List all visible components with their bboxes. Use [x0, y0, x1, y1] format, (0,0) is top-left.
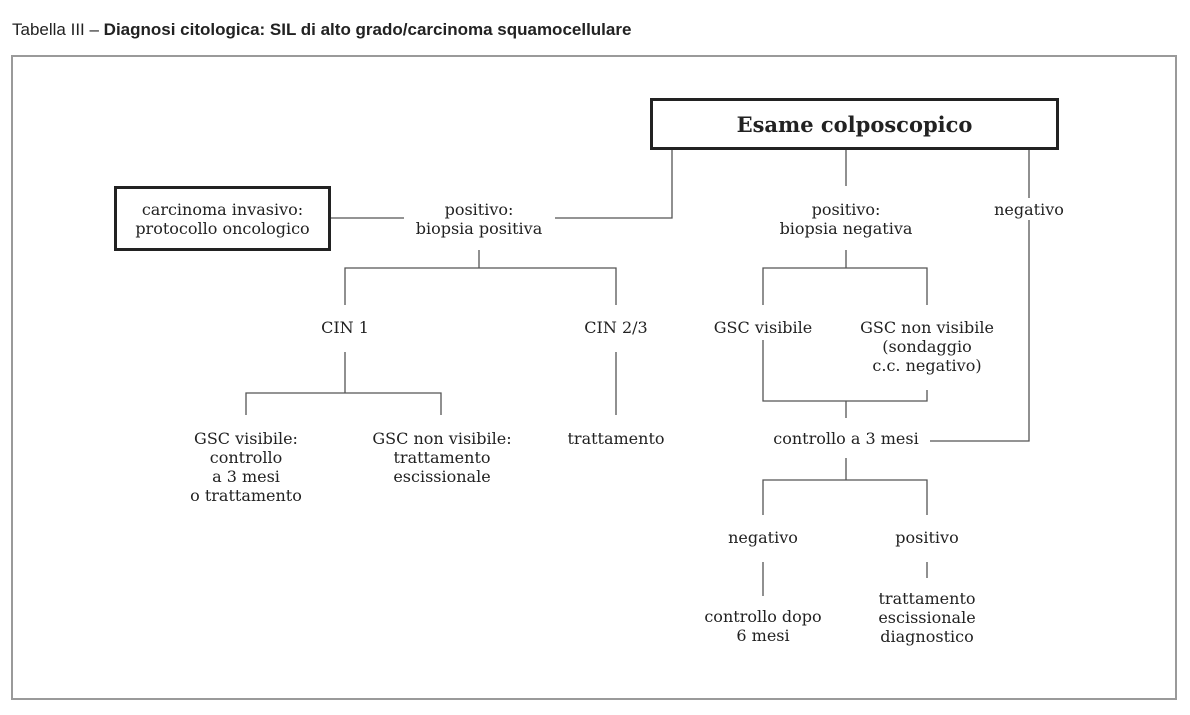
- node-gsc-visible-left: GSC visibile: controllo a 3 mesi o tratt…: [181, 429, 311, 505]
- connector-split-gsc-right: [762, 267, 928, 305]
- node-diagnostic-excision: trattamento escissionale diagnostico: [867, 589, 987, 646]
- node-gsc-vis-left-line-2: controllo: [209, 448, 283, 467]
- connector-split-cin: [344, 267, 617, 305]
- node-gsc-nv-left-line-1: GSC non visibile:: [372, 429, 512, 448]
- node-treatment-label: trattamento: [567, 429, 665, 448]
- node-gsc-nv-right-line-3: c.c. negativo): [872, 356, 982, 375]
- node-invasive-carcinoma: carcinoma invasivo: protocollo oncologic…: [114, 186, 331, 251]
- caption-prefix: Tabella III –: [12, 20, 104, 39]
- node-gsc-nv-right-line-2: (sondaggio: [882, 337, 972, 356]
- node-gsc-nv-right-line-1: GSC non visibile: [860, 318, 994, 337]
- connector-negative-to-followup: [930, 220, 1030, 442]
- node-cin1: CIN 1: [305, 318, 385, 337]
- node-invasive-line-2: protocollo oncologico: [135, 218, 310, 238]
- node-gsc-visible-right-label: GSC visibile: [713, 318, 813, 337]
- connector-split-gsc-left: [245, 392, 442, 415]
- node-cin23: CIN 2/3: [576, 318, 656, 337]
- root-node-label: Esame colposcopico: [736, 111, 973, 137]
- node-negative-top-label: negativo: [994, 200, 1064, 219]
- node-cin1-label: CIN 1: [321, 318, 369, 337]
- node-invasive-line-1: carcinoma invasivo:: [141, 199, 304, 219]
- connector-merge-gsc-right: [762, 340, 928, 402]
- node-gsc-vis-left-line-4: o trattamento: [190, 486, 302, 505]
- node-diag-exc-line-1: trattamento: [878, 589, 976, 608]
- connector-split-neg-pos: [762, 479, 928, 515]
- node-pbn-line-2: biopsia negativa: [779, 219, 913, 238]
- node-followup-6-months: controllo dopo 6 mesi: [698, 607, 828, 645]
- node-followup-3m-label: controllo a 3 mesi: [773, 429, 919, 448]
- node-followup-3-months: controllo a 3 mesi: [763, 429, 929, 448]
- figure-caption: Tabella III – Diagnosi citologica: SIL d…: [12, 20, 631, 40]
- node-followup-6m-line-2: 6 mesi: [736, 626, 790, 645]
- node-positive-bottom: positivo: [882, 528, 972, 547]
- node-diag-exc-line-3: diagnostico: [880, 627, 974, 646]
- node-cin23-label: CIN 2/3: [584, 318, 648, 337]
- node-negative-top: negativo: [984, 200, 1074, 219]
- node-gsc-visible-right: GSC visibile: [704, 318, 822, 337]
- node-positive-biopsy-negative: positivo: biopsia negativa: [766, 200, 926, 238]
- node-gsc-vis-left-line-1: GSC visibile:: [194, 429, 298, 448]
- node-followup-6m-line-1: controllo dopo: [704, 607, 822, 626]
- node-negative-bottom: negativo: [718, 528, 808, 547]
- caption-title: Diagnosi citologica: SIL di alto grado/c…: [103, 20, 632, 39]
- node-diag-exc-line-2: escissionale: [878, 608, 976, 627]
- node-gsc-nv-left-line-2: trattamento: [393, 448, 491, 467]
- node-pbp-line-1: positivo:: [444, 200, 514, 219]
- node-pbn-line-1: positivo:: [811, 200, 881, 219]
- node-pbp-line-2: biopsia positiva: [415, 219, 543, 238]
- node-positive-biopsy-positive: positivo: biopsia positiva: [404, 200, 554, 238]
- node-gsc-not-visible-left: GSC non visibile: trattamento escissiona…: [366, 429, 518, 486]
- node-positive-bottom-label: positivo: [895, 528, 959, 547]
- diagram-frame: [11, 55, 1177, 700]
- node-gsc-vis-left-line-3: a 3 mesi: [212, 467, 280, 486]
- node-negative-bottom-label: negativo: [728, 528, 798, 547]
- node-gsc-nv-left-line-3: escissionale: [393, 467, 491, 486]
- root-node-colposcopy: Esame colposcopico: [650, 98, 1059, 150]
- node-treatment: trattamento: [561, 429, 671, 448]
- node-gsc-not-visible-right: GSC non visibile (sondaggio c.c. negativ…: [852, 318, 1002, 375]
- connector-root-to-pos-biopsy-pos: [555, 150, 673, 219]
